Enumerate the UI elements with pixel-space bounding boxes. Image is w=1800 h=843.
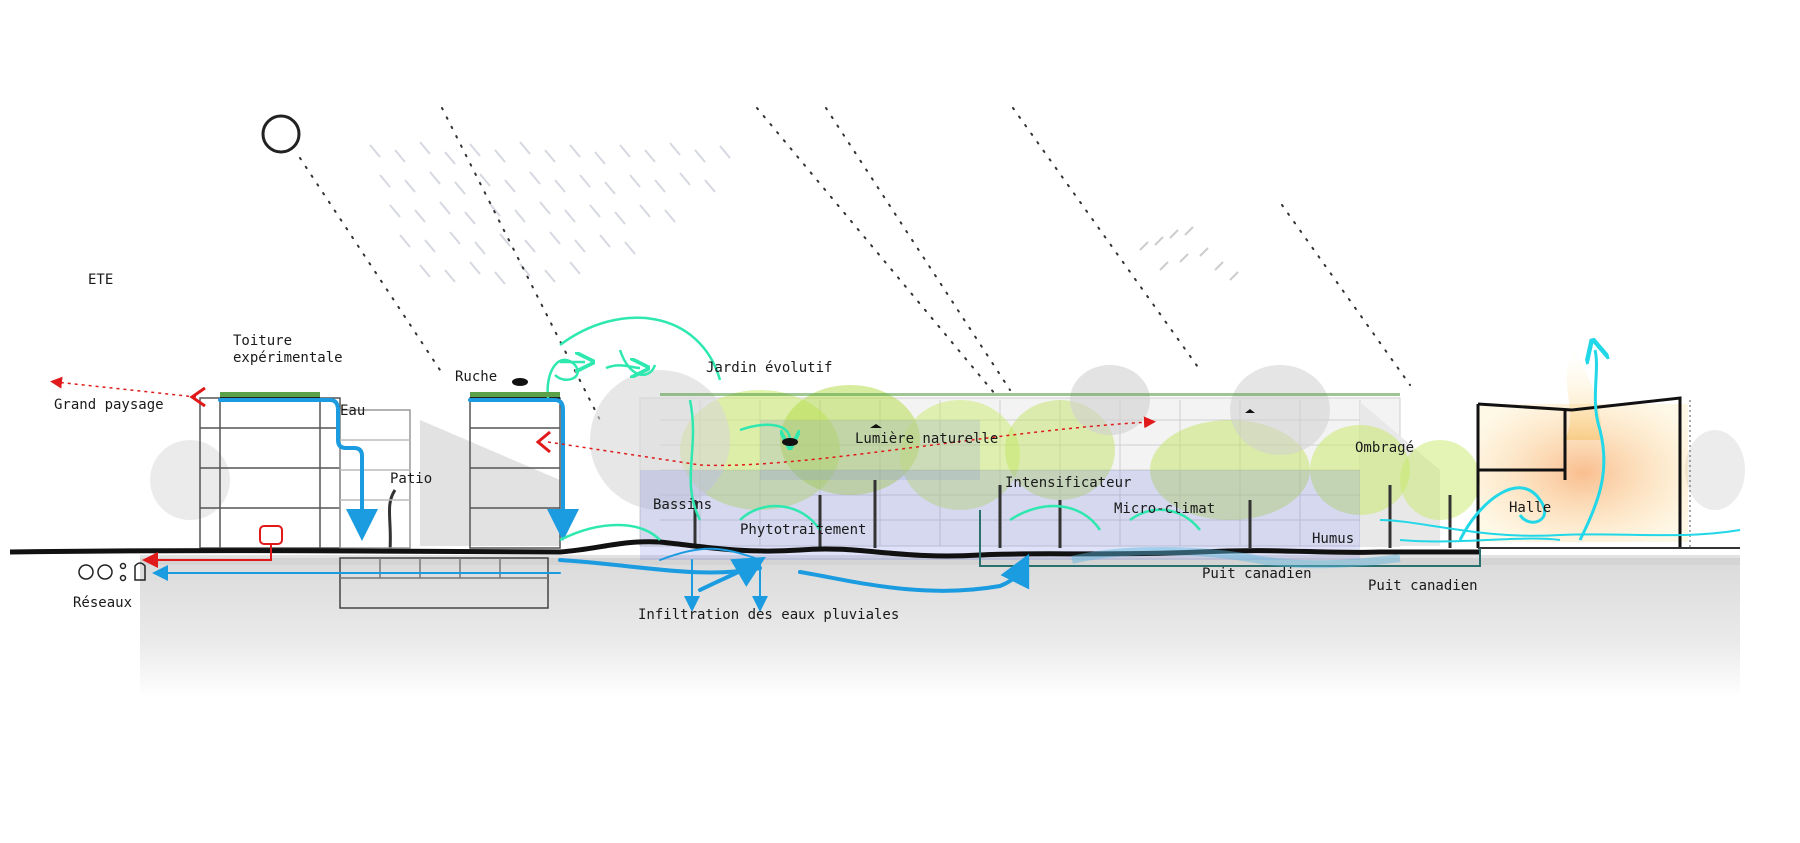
green-roofs xyxy=(220,392,1400,397)
bee-icon xyxy=(782,438,798,446)
air-flows xyxy=(546,316,1201,542)
bird-icon xyxy=(1245,409,1255,413)
label-infiltration: Infiltration des eaux pluviales xyxy=(638,607,900,623)
label-humus: Humus xyxy=(1312,531,1355,547)
canadian-well-pipe xyxy=(979,510,1481,569)
label-eau: Eau xyxy=(340,403,366,419)
ground-line xyxy=(9,539,1480,559)
halle-building xyxy=(1476,350,1740,549)
label-halle: Halle xyxy=(1509,500,1552,516)
label-puit-1: Puit canadien xyxy=(1202,566,1312,582)
label-lumiere: Lumière naturelle xyxy=(855,431,999,447)
label-micro-climat: Micro-climat xyxy=(1114,501,1216,517)
label-jardin: Jardin évolutif xyxy=(706,360,833,376)
bee-icon xyxy=(512,378,528,386)
season-label: ETE xyxy=(88,272,114,288)
rain-hatch xyxy=(369,141,1239,285)
view-lines xyxy=(50,376,1156,467)
network-icons xyxy=(78,525,283,582)
label-toiture: Toiture expérimentale xyxy=(233,333,343,366)
hot-air-flows xyxy=(1379,350,1741,543)
water-flows xyxy=(152,398,1030,612)
label-ruche: Ruche xyxy=(455,369,498,385)
bird-icon xyxy=(870,424,882,428)
eye-icon xyxy=(535,430,551,454)
insect-icons xyxy=(512,378,1255,446)
label-patio: Patio xyxy=(390,471,433,487)
eye-icon xyxy=(189,386,206,408)
sun-rays xyxy=(299,107,1411,421)
eye-icons xyxy=(189,386,551,454)
label-puit-2: Puit canadien xyxy=(1368,578,1478,594)
label-bassins: Bassins xyxy=(653,497,713,513)
soil xyxy=(140,555,1740,698)
label-ombrage: Ombragé xyxy=(1355,440,1415,456)
label-phyto: Phytotraitement xyxy=(740,522,867,538)
label-reseaux: Réseaux xyxy=(73,595,133,611)
sun-icon xyxy=(261,114,301,154)
label-intensificateur: Intensificateur xyxy=(1005,475,1132,491)
label-grand-paysage: Grand paysage xyxy=(54,397,164,413)
